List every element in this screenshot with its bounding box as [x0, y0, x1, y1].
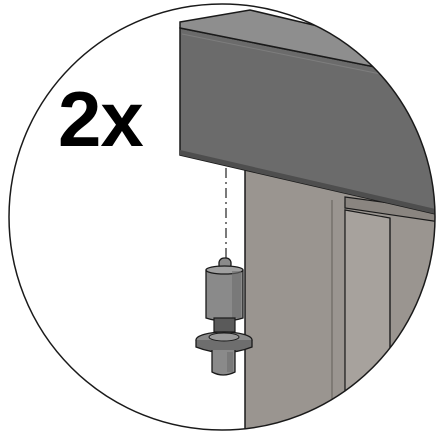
guide-pin — [195, 257, 253, 376]
detail-circle-outline — [8, 3, 436, 431]
quantity-label: 2x — [58, 75, 144, 163]
inner-door-panel — [344, 209, 391, 430]
top-rail-bottom-edge — [180, 150, 435, 215]
